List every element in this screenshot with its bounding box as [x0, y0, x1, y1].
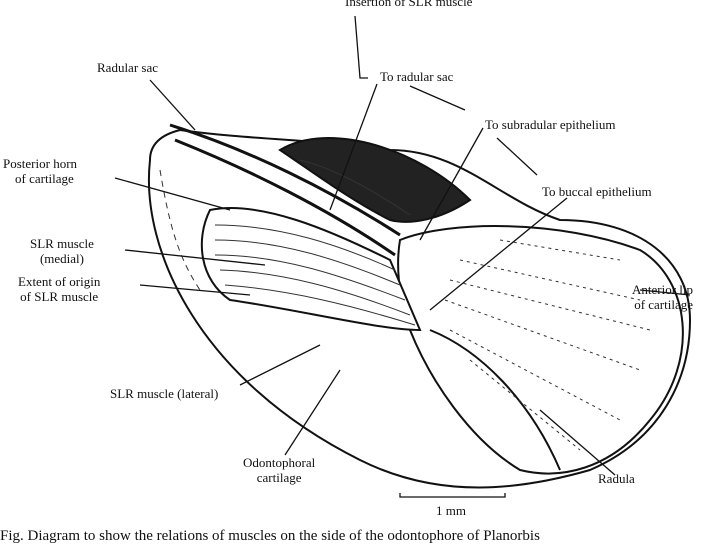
slr-medial-muscle — [200, 207, 422, 332]
label-radular-sac: Radular sac — [97, 60, 159, 75]
label-insertion: Insertion of SLR muscle — [345, 0, 473, 9]
label-line: SLR muscle — [30, 236, 94, 251]
radula-outline — [397, 225, 684, 475]
label-line: of cartilage — [634, 297, 694, 312]
label-to-buccal: To buccal epithelium — [542, 184, 652, 199]
label-to-radular-sac: To radular sac — [380, 69, 454, 84]
label-line: (medial) — [39, 251, 84, 266]
label-line: Anterior lip — [632, 282, 694, 297]
label-to-subradular: To subradular epithelium — [485, 117, 616, 132]
label-line: Posterior horn — [3, 156, 78, 171]
radular-sac-band — [169, 123, 401, 257]
figure-caption: Fig. Diagram to show the relations of mu… — [0, 528, 540, 544]
label-line: of SLR muscle — [20, 289, 99, 304]
label-slr-lateral: SLR muscle (lateral) — [110, 386, 219, 401]
label-slr-medial: SLR muscle(medial) — [30, 236, 94, 266]
label-line: of cartilage — [15, 171, 74, 186]
label-line: cartilage — [256, 470, 302, 485]
label-line: Odontophoral — [243, 455, 316, 470]
dorsal-muscle — [278, 137, 472, 223]
scale-bar-label: 1 mm — [436, 503, 466, 518]
label-radula: Radula — [598, 471, 635, 486]
label-line: Extent of origin — [18, 274, 101, 289]
